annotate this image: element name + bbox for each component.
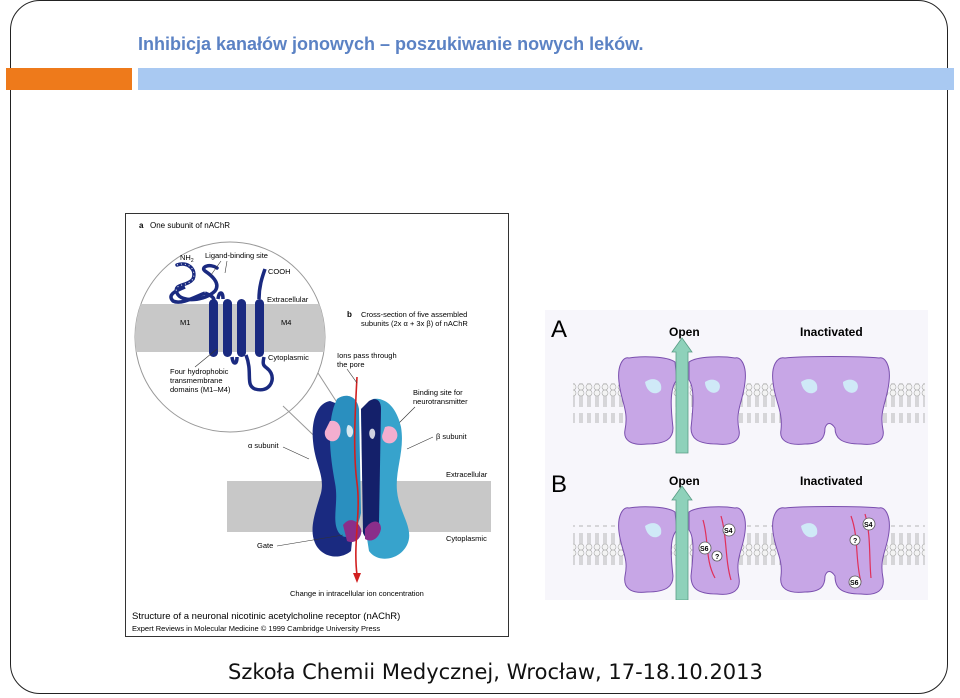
helix-m1 [209,299,218,357]
figure-credit: Expert Reviews in Molecular Medicine © 1… [132,624,380,633]
blue-accent-bar [138,68,954,90]
inactivated-label-a: Inactivated [800,325,863,339]
s4-label-open: S4 [724,528,733,535]
inner-site-a-right [705,379,720,393]
s4-helix-b-open [720,515,732,581]
channel-a-open-right [688,356,746,445]
alpha-subunit-label: α subunit [248,441,280,450]
ions-pass-label-1: Ions pass through [337,351,397,360]
channel-a-inactivated [772,356,890,445]
ion-flow-arrow-a [671,337,693,454]
slide-footer: Szkoła Chemii Medycznej, Wrocław, 17-18.… [228,660,763,684]
ion-flow-arrow-b [671,485,693,600]
cytoplasmic-label-b: Cytoplasmic [446,534,487,543]
figure-caption: Structure of a neuronal nicotinic acetyl… [132,611,400,622]
open-label-a: Open [669,325,700,339]
binding-site-label-2: neurotransmitter [413,397,468,406]
change-label: Change in intracellular ion concentratio… [290,589,424,598]
inactivated-label-b: Inactivated [800,474,863,488]
cooh-label: COOH [268,267,291,276]
four-hydrophobic-label-2: transmembrane [170,376,223,385]
s6-helix-b-inact [850,515,862,583]
extracellular-label-a: Extracellular [267,295,309,304]
ligand-binding-site-label: Ligand-binding site [205,251,268,260]
nachr-structure-figure: a One subunit of nAChR NH2 Ligand-bindin… [125,213,509,637]
panel-b-letter: b [347,310,352,319]
slide-title: Inhibicja kanałów jonowych – poszukiwani… [138,34,644,54]
m4-label: M4 [281,318,291,327]
beta-subunit-label: β subunit [436,432,467,441]
question-label-inact: ? [853,538,857,545]
ions-pass-label-2: the pore [337,360,365,369]
membrane-band-a [135,304,325,352]
binding-site-left [324,420,341,442]
m1-label: M1 [180,318,190,327]
four-hydrophobic-label-3: domains (M1–M4) [170,385,231,394]
s6-label-open: S6 [700,546,709,553]
four-hydrophobic-label-1: Four hydrophobic [170,367,229,376]
nh2-label: NH2 [180,253,194,264]
binding-site-label-1: Binding site for [413,388,463,397]
helix-m2 [223,299,232,357]
ion-path-arrow [353,376,359,576]
s4-label-inact: S4 [864,522,873,529]
gate-label: Gate [257,541,273,550]
channel-a-open-left [618,356,678,445]
panel-a-letter: a [139,221,144,230]
open-label-b: Open [669,474,700,488]
channel-b-open-right [688,506,746,595]
inner-site-a-left [645,379,662,394]
panel-b-title-1: Cross-section of five assembled [361,310,467,319]
binding-site-right [382,426,398,444]
s6-label-inact: S6 [850,580,859,587]
cytoplasmic-label-a: Cytoplasmic [268,353,309,362]
orange-accent-bar [6,68,132,90]
channel-b-open-left [618,506,678,593]
question-label-open: ? [715,554,719,561]
helix-m3 [237,299,246,357]
channel-states-figure: A Open Inactivated B Open Inactivated S4… [545,310,928,600]
extracellular-label-b: Extracellular [446,470,488,479]
panel-b-title-2: subunits (2x α + 3x β) of nAChR [361,319,468,328]
panel-b-label: B [551,471,567,498]
helix-m4 [255,299,264,357]
panel-a-title: One subunit of nAChR [150,221,230,230]
gate-right [365,521,381,541]
panel-a-label: A [551,316,567,343]
